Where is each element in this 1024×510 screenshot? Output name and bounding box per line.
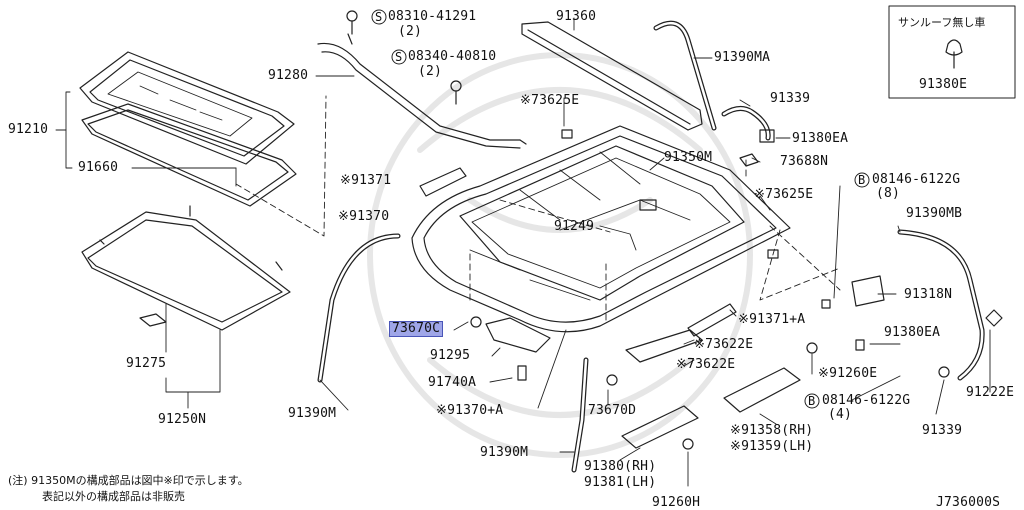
label-91350M[interactable]: 91350M: [664, 150, 713, 165]
label-qty-4: (4): [828, 407, 853, 422]
watermark: [367, 52, 753, 458]
label-08146-6122G-bottom[interactable]: 08146-6122G: [822, 393, 911, 408]
footnote-line-1: (注) 91350Mの構成部品は図中※印で示します。: [8, 474, 249, 487]
label-91370-A[interactable]: ※91370+A: [436, 403, 504, 418]
label-91380E: 91380E: [919, 77, 968, 92]
inset-clip-icon: [945, 39, 963, 69]
footnote-line-2: 表記以外の構成部品は非販売: [42, 490, 185, 503]
label-91359-LH[interactable]: ※91359(LH): [730, 439, 814, 454]
drain-hose-rear-drawing: [897, 229, 985, 381]
label-91339-top[interactable]: 91339: [770, 91, 811, 106]
screw-top-drawing: [346, 10, 462, 105]
label-08340-40810[interactable]: 08340-40810: [408, 49, 497, 64]
label-91390M-left[interactable]: 91390M: [288, 406, 337, 421]
label-91260E[interactable]: ※91260E: [818, 366, 878, 381]
label-91740A[interactable]: 91740A: [428, 375, 477, 390]
glass-panel-drawing: [79, 51, 295, 165]
label-91222E[interactable]: 91222E: [966, 385, 1015, 400]
label-91250N[interactable]: 91250N: [158, 412, 207, 427]
label-08310-41291[interactable]: 08310-41291: [388, 9, 477, 24]
drain-hose-bottom-drawing: [571, 357, 589, 473]
drain-hose-left-drawing: [317, 233, 401, 383]
front-rail-drawing: [521, 21, 703, 131]
screw-symbol-1: S: [375, 10, 383, 24]
label-91390MA[interactable]: 91390MA: [714, 50, 771, 65]
screw-symbol-2: S: [395, 50, 403, 64]
label-91380EA-top[interactable]: 91380EA: [792, 131, 849, 146]
label-qty-2a: (2): [398, 24, 423, 39]
bolt-symbol-2: B: [808, 394, 816, 408]
label-73622E-a[interactable]: ※73622E: [694, 337, 754, 352]
inset-title: サンルーフ無し車: [898, 16, 986, 29]
label-91371[interactable]: ※91371: [340, 173, 392, 188]
label-91371-A[interactable]: ※91371+A: [738, 312, 806, 327]
deflector-link-drawing: [317, 33, 527, 149]
label-qty-8: (8): [876, 186, 901, 201]
label-73670D[interactable]: 73670D: [588, 403, 637, 418]
drain-hose-top-drawing: [653, 20, 717, 131]
label-91380EA-right[interactable]: 91380EA: [884, 325, 941, 340]
bolt-symbol-1: B: [858, 173, 866, 187]
leader-lines: [55, 17, 991, 487]
label-qty-2b: (2): [418, 64, 443, 79]
label-91370[interactable]: ※91370: [338, 209, 390, 224]
label-73625E-right[interactable]: ※73625E: [754, 187, 814, 202]
label-91318N[interactable]: 91318N: [904, 287, 953, 302]
label-91295[interactable]: 91295: [430, 348, 471, 363]
label-73625E-top[interactable]: ※73625E: [520, 93, 580, 108]
label-91280[interactable]: 91280: [268, 68, 309, 83]
label-91380-RH[interactable]: 91380(RH): [584, 459, 657, 474]
label-91339-bottom[interactable]: 91339: [922, 423, 963, 438]
label-91360[interactable]: 91360: [556, 9, 597, 24]
sunshade-drawing: [81, 205, 291, 331]
label-73622E-b[interactable]: ※73622E: [676, 357, 736, 372]
dashed-lines: [235, 95, 841, 321]
figure-id: J736000S: [936, 495, 1001, 510]
label-91381-LH[interactable]: 91381(LH): [584, 475, 657, 490]
sunroof-frame-drawing: [411, 125, 791, 333]
label-08146-6122G-top[interactable]: 08146-6122G: [872, 172, 961, 187]
label-73670C[interactable]: 73670C: [389, 321, 444, 337]
label-91249[interactable]: 91249: [554, 219, 595, 234]
label-91260H[interactable]: 91260H: [652, 495, 701, 510]
label-91275[interactable]: 91275: [126, 356, 167, 371]
label-91390M-bottom[interactable]: 91390M: [480, 445, 529, 460]
label-91390MB[interactable]: 91390MB: [906, 206, 963, 221]
seal-drawing: [81, 103, 297, 207]
inset-box: [888, 5, 1016, 99]
label-91660[interactable]: 91660: [78, 160, 119, 175]
small-parts-drawing: [419, 129, 1003, 450]
label-73688N[interactable]: 73688N: [780, 154, 829, 169]
hose-91339-drawing: [721, 106, 775, 143]
label-91210[interactable]: 91210: [8, 122, 49, 137]
symbol-circles: [371, 9, 870, 409]
label-91358-RH[interactable]: ※91358(RH): [730, 423, 814, 438]
